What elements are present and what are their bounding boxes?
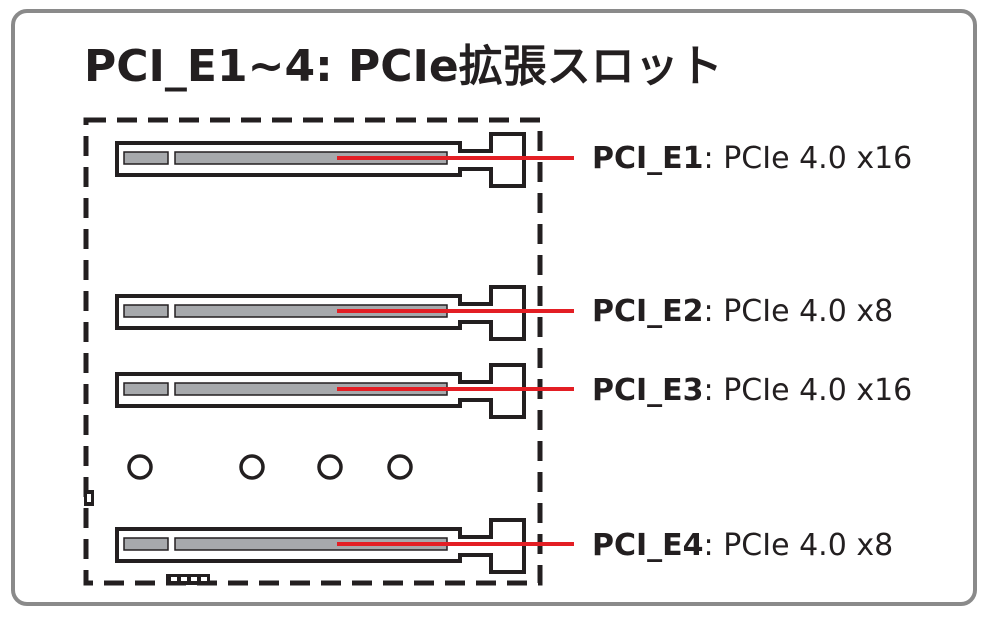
slot-separator: : [703,294,714,329]
slot-name: PCI_E3 [592,373,704,408]
slot-separator: : [703,373,714,408]
slot-pci-e2 [115,285,574,341]
slot-name: PCI_E1 [592,141,704,176]
slot-label-pci-e1: PCI_E1: PCIe 4.0 x16 [592,141,912,177]
board-outline [83,117,543,586]
slot-pci-e1 [115,132,574,188]
slot-name: PCI_E2 [592,294,704,329]
slot-separator: : [703,141,714,176]
slot-spec: PCIe 4.0 x8 [713,294,894,329]
slot-spec: PCIe 4.0 x8 [713,528,894,563]
mounting-hole [239,454,265,480]
bottom-connector [166,574,210,585]
slot-label-pci-e3: PCI_E3: PCIe 4.0 x16 [592,373,912,409]
slot-pci-e3 [115,363,574,419]
slot-pci-e4 [115,518,574,574]
outer-frame [11,9,977,606]
slot-spec: PCIe 4.0 x16 [713,373,913,408]
mounting-hole [127,454,153,480]
mounting-hole [387,454,413,480]
slot-label-pci-e2: PCI_E2: PCIe 4.0 x8 [592,294,893,330]
slot-name: PCI_E4 [592,528,704,563]
page-title: PCI_E1~4: PCIe拡張スロット [84,41,723,92]
slot-spec: PCIe 4.0 x16 [713,141,913,176]
mounting-hole [317,454,343,480]
slot-label-pci-e4: PCI_E4: PCIe 4.0 x8 [592,528,893,564]
slot-separator: : [703,528,714,563]
